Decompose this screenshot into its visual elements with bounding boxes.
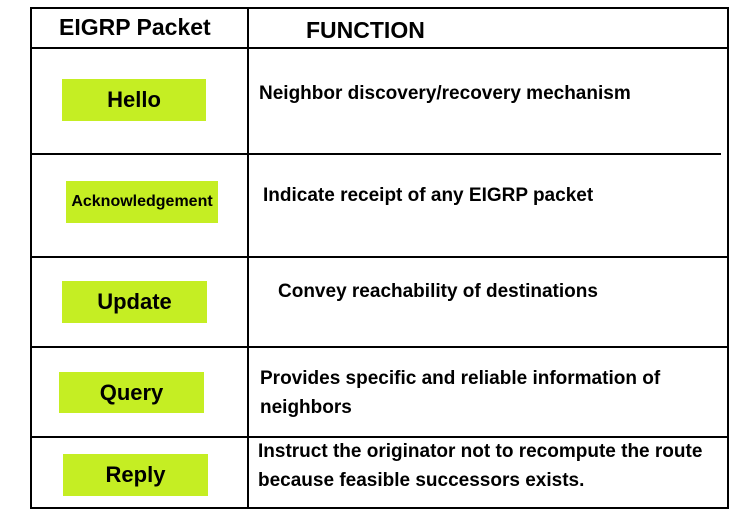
header-packet: EIGRP Packet [59,14,211,40]
table-column-divider [247,7,249,509]
packet-badge-acknowledgement: Acknowledgement [66,181,218,223]
packet-badge-reply: Reply [63,454,208,496]
row-divider-3 [30,346,729,348]
packet-badge-hello: Hello [62,79,206,121]
table-border-top [30,7,729,9]
header-function: FUNCTION [306,17,425,43]
function-text-update: Convey reachability of destinations [278,281,598,302]
row-divider-4 [30,436,729,438]
row-divider-1 [30,153,721,155]
packet-badge-update: Update [62,281,207,323]
function-text-acknowledgement: Indicate receipt of any EIGRP packet [263,185,594,206]
function-text-query: Provides specific and reliable informati… [260,368,661,418]
table-border-right [727,7,729,509]
row-divider-2 [30,256,729,258]
table-border-bottom [30,507,729,509]
table-border-left [30,7,32,509]
function-text-reply: Instruct the originator not to recompute… [258,441,703,491]
function-text-hello: Neighbor discovery/recovery mechanism [259,83,631,104]
packet-badge-query: Query [59,372,204,413]
header-divider [30,47,729,49]
